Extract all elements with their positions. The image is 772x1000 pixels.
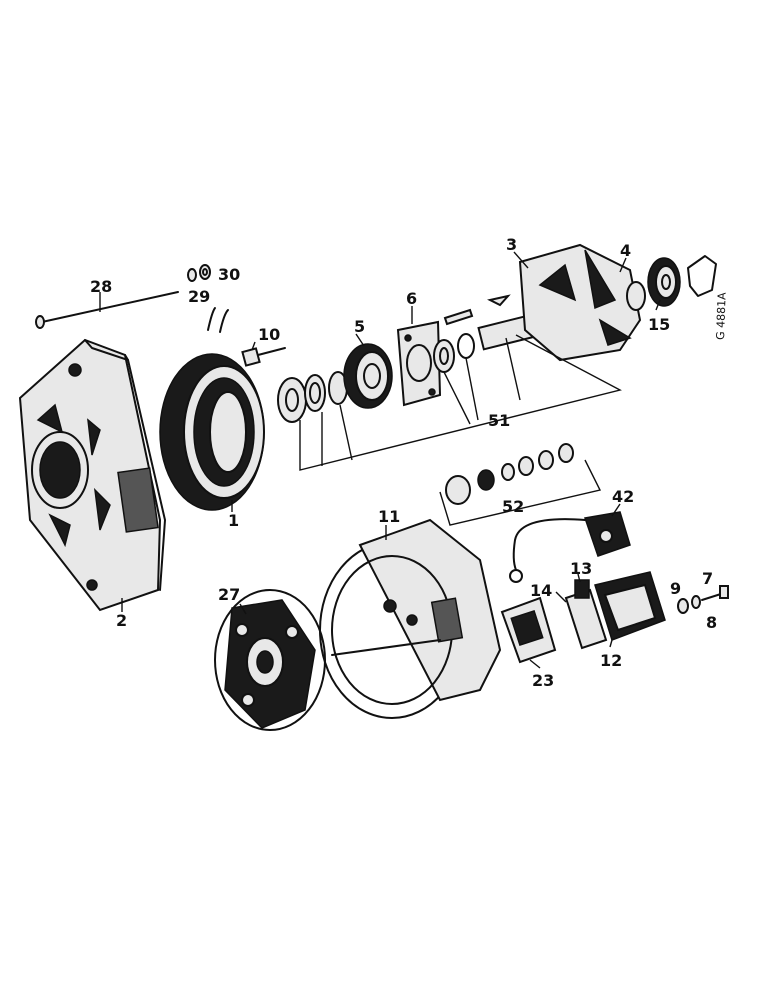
callout-6: 6 <box>406 289 417 308</box>
callout-2: 2 <box>116 611 127 630</box>
part-drive-end-housing <box>18 338 166 612</box>
part-rotor <box>477 243 646 362</box>
part-retainer-plate <box>396 320 442 407</box>
callout-5: 5 <box>354 317 365 336</box>
part-rectifier-plate <box>214 589 326 731</box>
callout-28: 28 <box>90 277 112 296</box>
part-bearing-5 <box>343 343 393 409</box>
part-washer-nut-small <box>187 264 211 282</box>
callout-1: 1 <box>228 511 239 530</box>
callout-12: 12 <box>600 651 622 670</box>
callout-7: 7 <box>702 569 713 588</box>
callout-51: 51 <box>488 411 510 430</box>
callout-8: 8 <box>706 613 717 632</box>
callout-42: 42 <box>612 487 634 506</box>
callout-10: 10 <box>258 325 280 344</box>
part-spacer-rings <box>277 371 348 423</box>
callout-9: 9 <box>670 579 681 598</box>
part-rear-bearing <box>647 257 681 307</box>
part-through-bolt <box>35 291 179 329</box>
part-brush-holder <box>500 596 557 664</box>
drawing-code-text: G 4881A <box>714 292 729 340</box>
callout-4: 4 <box>620 241 631 260</box>
callout-29: 29 <box>188 287 210 306</box>
part-regulator <box>564 571 666 650</box>
callout-15: 15 <box>648 315 670 334</box>
callout-30: 30 <box>218 265 240 284</box>
callout-3: 3 <box>506 235 517 254</box>
part-bolt-10 <box>241 347 286 367</box>
part-rear-gasket <box>687 255 717 297</box>
part-capacitor <box>509 511 631 583</box>
callout-52: 52 <box>502 497 524 516</box>
callout-11: 11 <box>378 507 400 526</box>
part-stator <box>159 307 265 511</box>
leader-lines <box>99 251 661 669</box>
part-diode-hardware <box>445 443 574 505</box>
part-slip-ring-housing <box>319 518 502 719</box>
callout-27: 27 <box>218 585 240 604</box>
callout-23: 23 <box>532 671 554 690</box>
callout-13: 13 <box>570 559 592 578</box>
part-screw-washers <box>677 585 729 614</box>
callout-14: 14 <box>530 581 552 600</box>
